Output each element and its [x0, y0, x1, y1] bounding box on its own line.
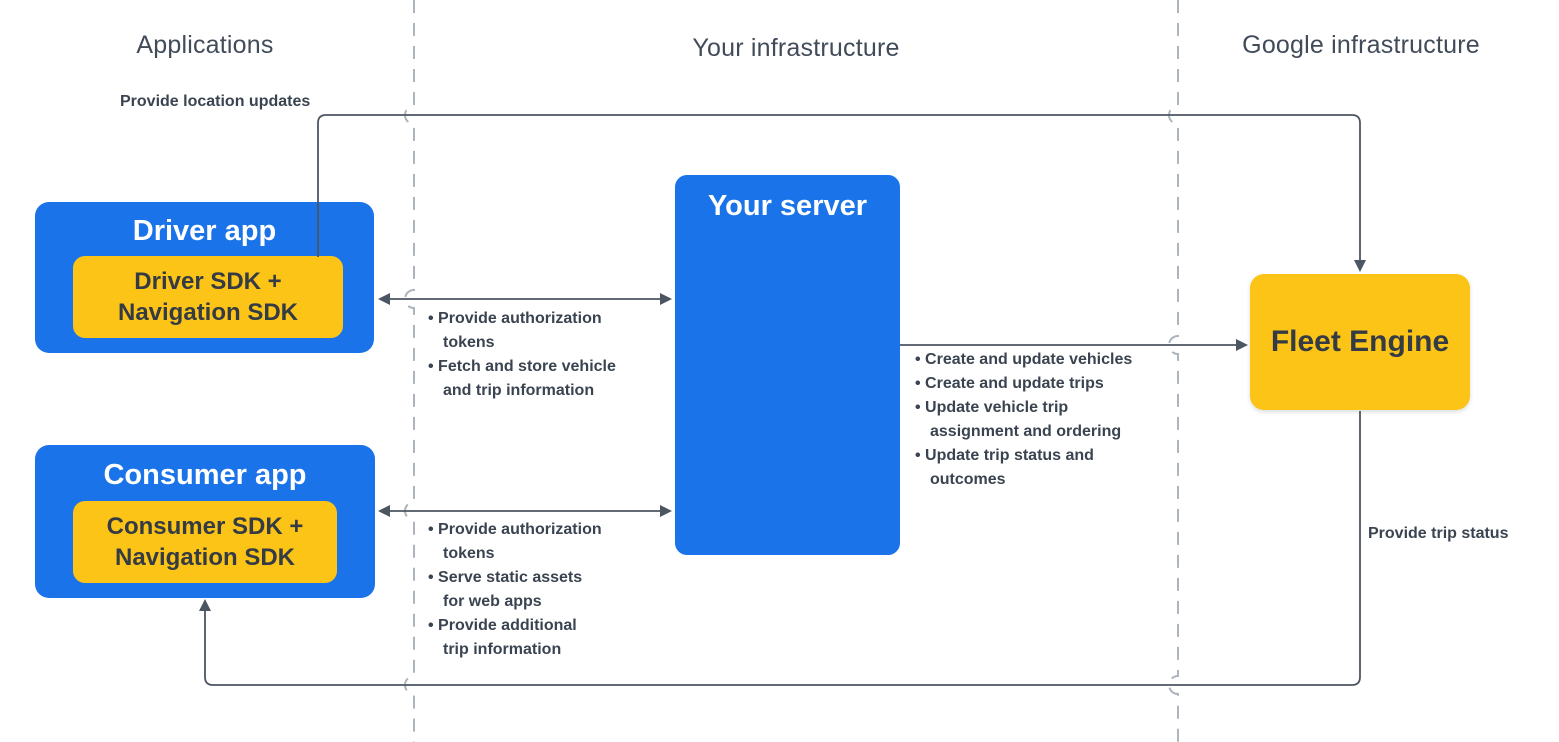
bullet-item: Fetch and store vehicle and trip informa…: [428, 355, 643, 403]
bullet-item: Serve static assets for web apps: [428, 566, 643, 614]
bullet-item: Provide authorization tokens: [428, 307, 643, 355]
column-header-applications: Applications: [136, 31, 274, 59]
consumer-sdk-node: Consumer SDK + Navigation SDK: [73, 501, 337, 583]
driver-sdk-node: Driver SDK + Navigation SDK: [73, 256, 343, 338]
consumer-app-node: Consumer app Consumer SDK + Navigation S…: [35, 445, 375, 598]
fleet-engine-node: Fleet Engine: [1250, 274, 1470, 410]
bullet-item: Create and update vehicles: [915, 348, 1180, 372]
driver-server-bullets: Provide authorization tokens Fetch and s…: [428, 307, 643, 403]
your-server-node: Your server: [675, 175, 900, 555]
provide-location-updates-label: Provide location updates: [120, 93, 311, 110]
bullet-item: Provide additional trip information: [428, 614, 643, 662]
bullet-item: Update trip status and outcomes: [915, 444, 1180, 492]
column-header-google-infrastructure: Google infrastructure: [1242, 31, 1480, 59]
your-server-title: Your server: [707, 190, 868, 222]
bullet-item: Create and update trips: [915, 372, 1180, 396]
bullet-item: Update vehicle trip assignment and order…: [915, 396, 1180, 444]
consumer-server-bullets: Provide authorization tokens Serve stati…: [428, 518, 643, 662]
provide-trip-status-label: Provide trip status: [1368, 525, 1509, 542]
bullet-item: Provide authorization tokens: [428, 518, 643, 566]
driver-app-title: Driver app: [132, 215, 277, 247]
consumer-app-title: Consumer app: [103, 459, 307, 491]
server-fleet-bullets: Create and update vehicles Create and up…: [915, 348, 1180, 492]
column-header-your-infrastructure: Your infrastructure: [692, 34, 900, 62]
divider-applications-infrastructure: [404, 0, 415, 742]
driver-app-node: Driver app Driver SDK + Navigation SDK: [35, 202, 374, 353]
